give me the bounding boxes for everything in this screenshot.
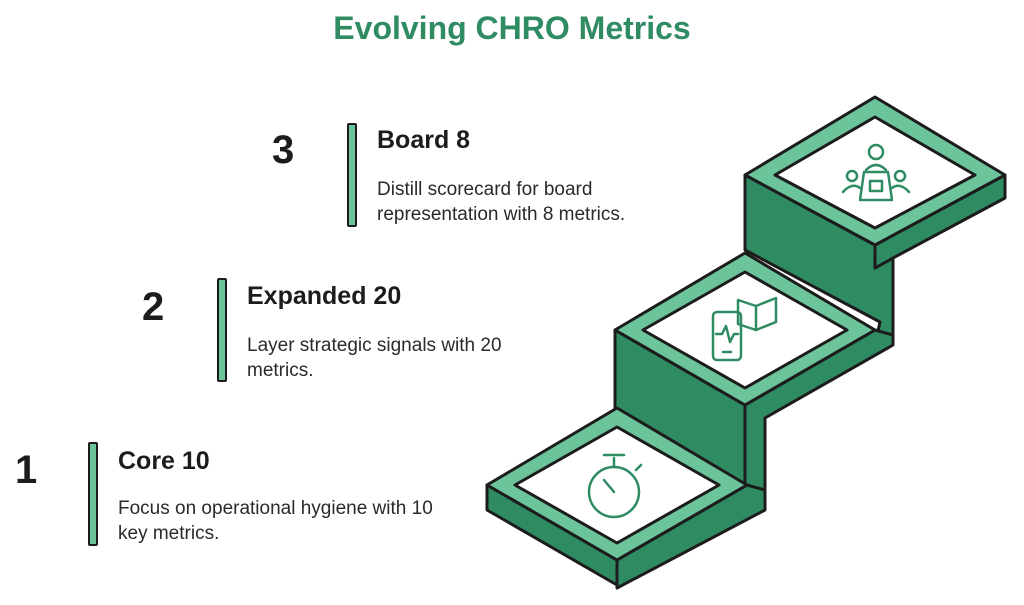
step-bar xyxy=(88,442,98,546)
step-heading: Expanded 20 xyxy=(247,282,402,310)
page-title: Evolving CHRO Metrics xyxy=(333,10,691,46)
stopwatch-icon xyxy=(587,453,643,519)
step-heading: Board 8 xyxy=(377,126,471,154)
step-description: Layer strategic signals with 20 metrics. xyxy=(247,335,502,381)
step-description: Focus on operational hygiene with 10 key… xyxy=(118,498,433,544)
step-number: 3 xyxy=(272,128,295,172)
step-number: 2 xyxy=(142,285,165,329)
step-number: 1 xyxy=(15,448,38,492)
boardroom-meeting-icon xyxy=(841,143,911,202)
phone-heartbeat-book-icon xyxy=(711,296,778,362)
step-description: Distill scorecard for board representati… xyxy=(377,179,626,225)
step-1-inner-panel xyxy=(513,425,721,545)
step-2-inner-panel xyxy=(641,270,849,390)
step-heading: Core 10 xyxy=(118,447,210,475)
step-bar xyxy=(217,278,227,382)
step-bar xyxy=(347,123,357,227)
